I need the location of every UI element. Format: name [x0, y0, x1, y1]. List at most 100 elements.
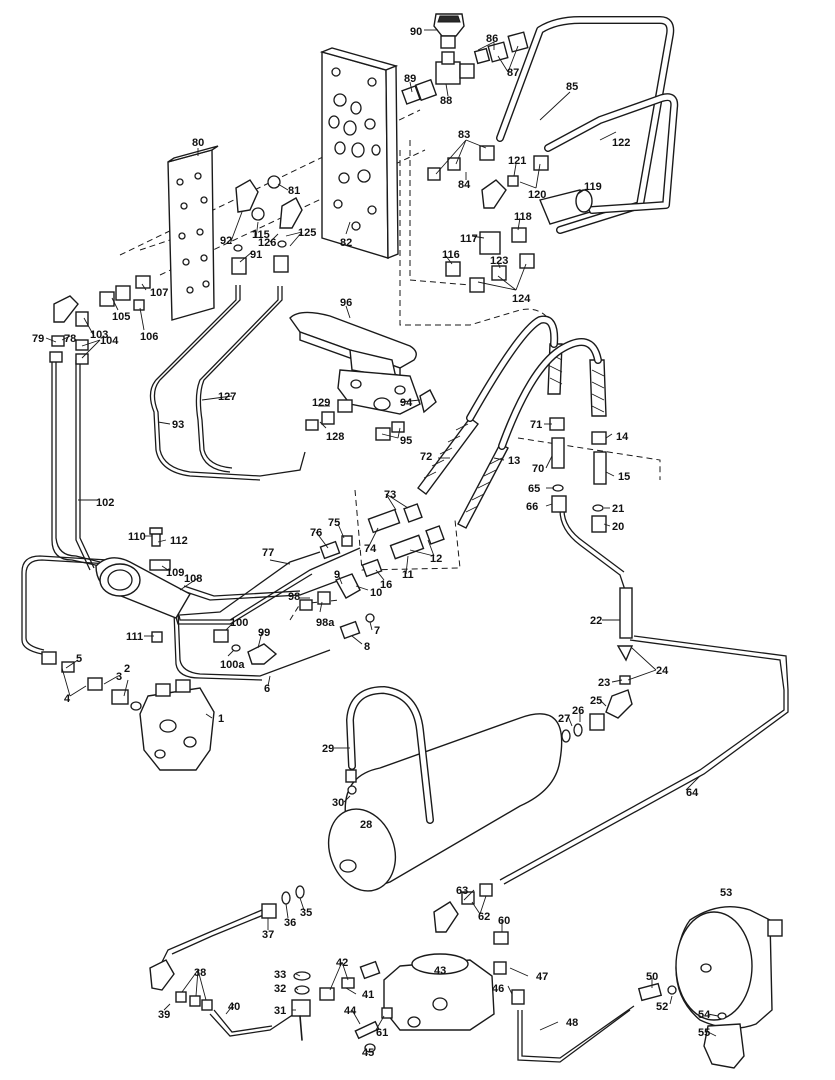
part-label-94: 94 — [400, 397, 413, 409]
part-label-10: 10 — [370, 587, 382, 599]
part-label-129: 129 — [312, 397, 330, 409]
part-label-107: 107 — [150, 287, 168, 299]
part-label-98a: 98a — [316, 617, 335, 629]
part-label-123: 123 — [490, 255, 508, 267]
part-label-41: 41 — [362, 989, 374, 1001]
part-label-26: 26 — [572, 705, 584, 717]
part-label-98: 98 — [288, 591, 300, 603]
part-label-21: 21 — [612, 503, 624, 515]
part-left-fittings — [49, 275, 151, 365]
part-label-12: 12 — [430, 553, 442, 565]
part-label-40: 40 — [228, 1001, 240, 1013]
callout-leaders — [45, 29, 719, 1053]
part-label-50: 50 — [646, 971, 658, 983]
part-label-72: 72 — [420, 451, 432, 463]
part-28-air-reservoir — [327, 686, 563, 892]
part-label-32: 32 — [274, 983, 286, 995]
part-label-108: 108 — [184, 573, 202, 585]
part-label-23: 23 — [598, 677, 610, 689]
part-label-13: 13 — [508, 455, 520, 467]
part-label-52: 52 — [656, 1001, 668, 1013]
part-label-14: 14 — [616, 431, 629, 443]
part-label-11: 11 — [402, 569, 414, 581]
part-label-31: 31 — [274, 1005, 286, 1017]
part-label-62: 62 — [478, 911, 490, 923]
part-label-66: 66 — [526, 501, 538, 513]
part-label-109: 109 — [166, 567, 184, 579]
pipe-runs — [21, 16, 789, 1063]
part-label-65: 65 — [528, 483, 540, 495]
part-label-15: 15 — [618, 471, 630, 483]
part-label-39: 39 — [158, 1009, 170, 1021]
part-label-125: 125 — [298, 227, 316, 239]
part-label-30: 30 — [332, 797, 344, 809]
part-label-89: 89 — [404, 73, 416, 85]
part-union-fittings — [299, 503, 445, 640]
part-label-120: 120 — [528, 189, 546, 201]
part-80-mounting-plate — [167, 145, 219, 321]
part-label-48: 48 — [566, 1017, 578, 1029]
part-88-tee — [435, 51, 475, 85]
part-86-87-couplings — [473, 31, 529, 65]
part-31-33-drain-valve — [291, 971, 311, 1041]
part-label-27: 27 — [558, 713, 570, 725]
part-label-76: 76 — [310, 527, 322, 539]
part-label-25: 25 — [590, 695, 602, 707]
part-label-103: 103 — [90, 329, 108, 341]
part-label-119: 119 — [584, 181, 602, 193]
part-1-relay-valve — [41, 651, 215, 771]
part-label-88: 88 — [440, 95, 452, 107]
part-96-foot-brake-valve — [289, 311, 421, 415]
part-label-87: 87 — [507, 67, 519, 79]
part-label-74: 74 — [364, 543, 377, 555]
part-label-2: 2 — [124, 663, 130, 675]
part-label-64: 64 — [686, 787, 699, 799]
part-label-3: 3 — [116, 671, 122, 683]
part-119-valve-cluster — [427, 145, 593, 293]
part-label-77: 77 — [262, 547, 274, 559]
part-label-80: 80 — [192, 137, 204, 149]
part-label-61: 61 — [376, 1027, 388, 1039]
part-label-4: 4 — [64, 693, 71, 705]
part-label-117: 117 — [460, 233, 478, 245]
part-label-54: 54 — [698, 1009, 711, 1021]
part-label-22: 22 — [590, 615, 602, 627]
part-label-91: 91 — [250, 249, 262, 261]
part-label-24: 24 — [656, 665, 669, 677]
part-label-7: 7 — [374, 625, 380, 637]
part-label-82: 82 — [340, 237, 352, 249]
part-label-85: 85 — [566, 81, 578, 93]
part-82-manifold-plate — [319, 47, 399, 260]
part-label-63: 63 — [456, 885, 468, 897]
part-label-1: 1 — [218, 713, 224, 725]
part-label-92: 92 — [220, 235, 232, 247]
part-label-55: 55 — [698, 1027, 710, 1039]
part-label-5: 5 — [76, 653, 82, 665]
part-label-90: 90 — [410, 26, 422, 38]
part-label-104: 104 — [100, 335, 119, 347]
part-label-38: 38 — [194, 967, 206, 979]
part-label-47: 47 — [536, 971, 548, 983]
part-label-118: 118 — [514, 211, 532, 223]
part-label-122: 122 — [612, 137, 630, 149]
part-label-36: 36 — [284, 917, 296, 929]
part-label-33: 33 — [274, 969, 286, 981]
part-90-fitting — [433, 13, 465, 49]
part-label-8: 8 — [364, 641, 370, 653]
part-label-105: 105 — [112, 311, 130, 323]
part-label-81: 81 — [288, 185, 300, 197]
part-label-35: 35 — [300, 907, 312, 919]
part-label-127: 127 — [218, 391, 236, 403]
part-label-86: 86 — [486, 33, 498, 45]
part-label-84: 84 — [458, 179, 471, 191]
part-label-29: 29 — [322, 743, 334, 755]
part-22-27-tank-fittings — [561, 587, 634, 743]
part-label-78: 78 — [64, 333, 76, 345]
part-89-union — [401, 78, 438, 105]
part-label-111: 111 — [126, 631, 143, 643]
part-label-116: 116 — [442, 249, 460, 261]
part-label-42: 42 — [336, 957, 348, 969]
part-label-43: 43 — [434, 965, 446, 977]
part-100-99-fittings — [213, 629, 278, 665]
